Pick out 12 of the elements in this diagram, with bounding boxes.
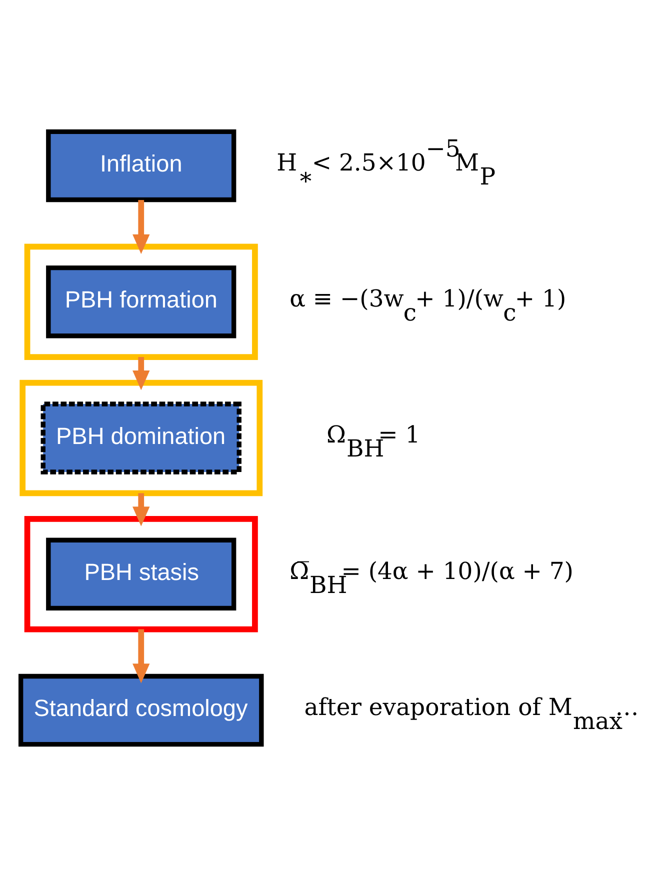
node-box: Inflation: [46, 128, 236, 202]
node-box: PBH domination: [40, 401, 242, 474]
node-box: Standard cosmology: [18, 673, 264, 746]
cluster: [24, 516, 258, 632]
arrow: [132, 199, 150, 254]
arrow: [132, 356, 150, 390]
node-box: PBH formation: [46, 264, 236, 338]
arrow: [132, 628, 150, 683]
node-box: PBH stasis: [46, 537, 236, 610]
arrow: [132, 492, 150, 526]
cluster: [24, 243, 258, 360]
cluster: [20, 379, 263, 496]
